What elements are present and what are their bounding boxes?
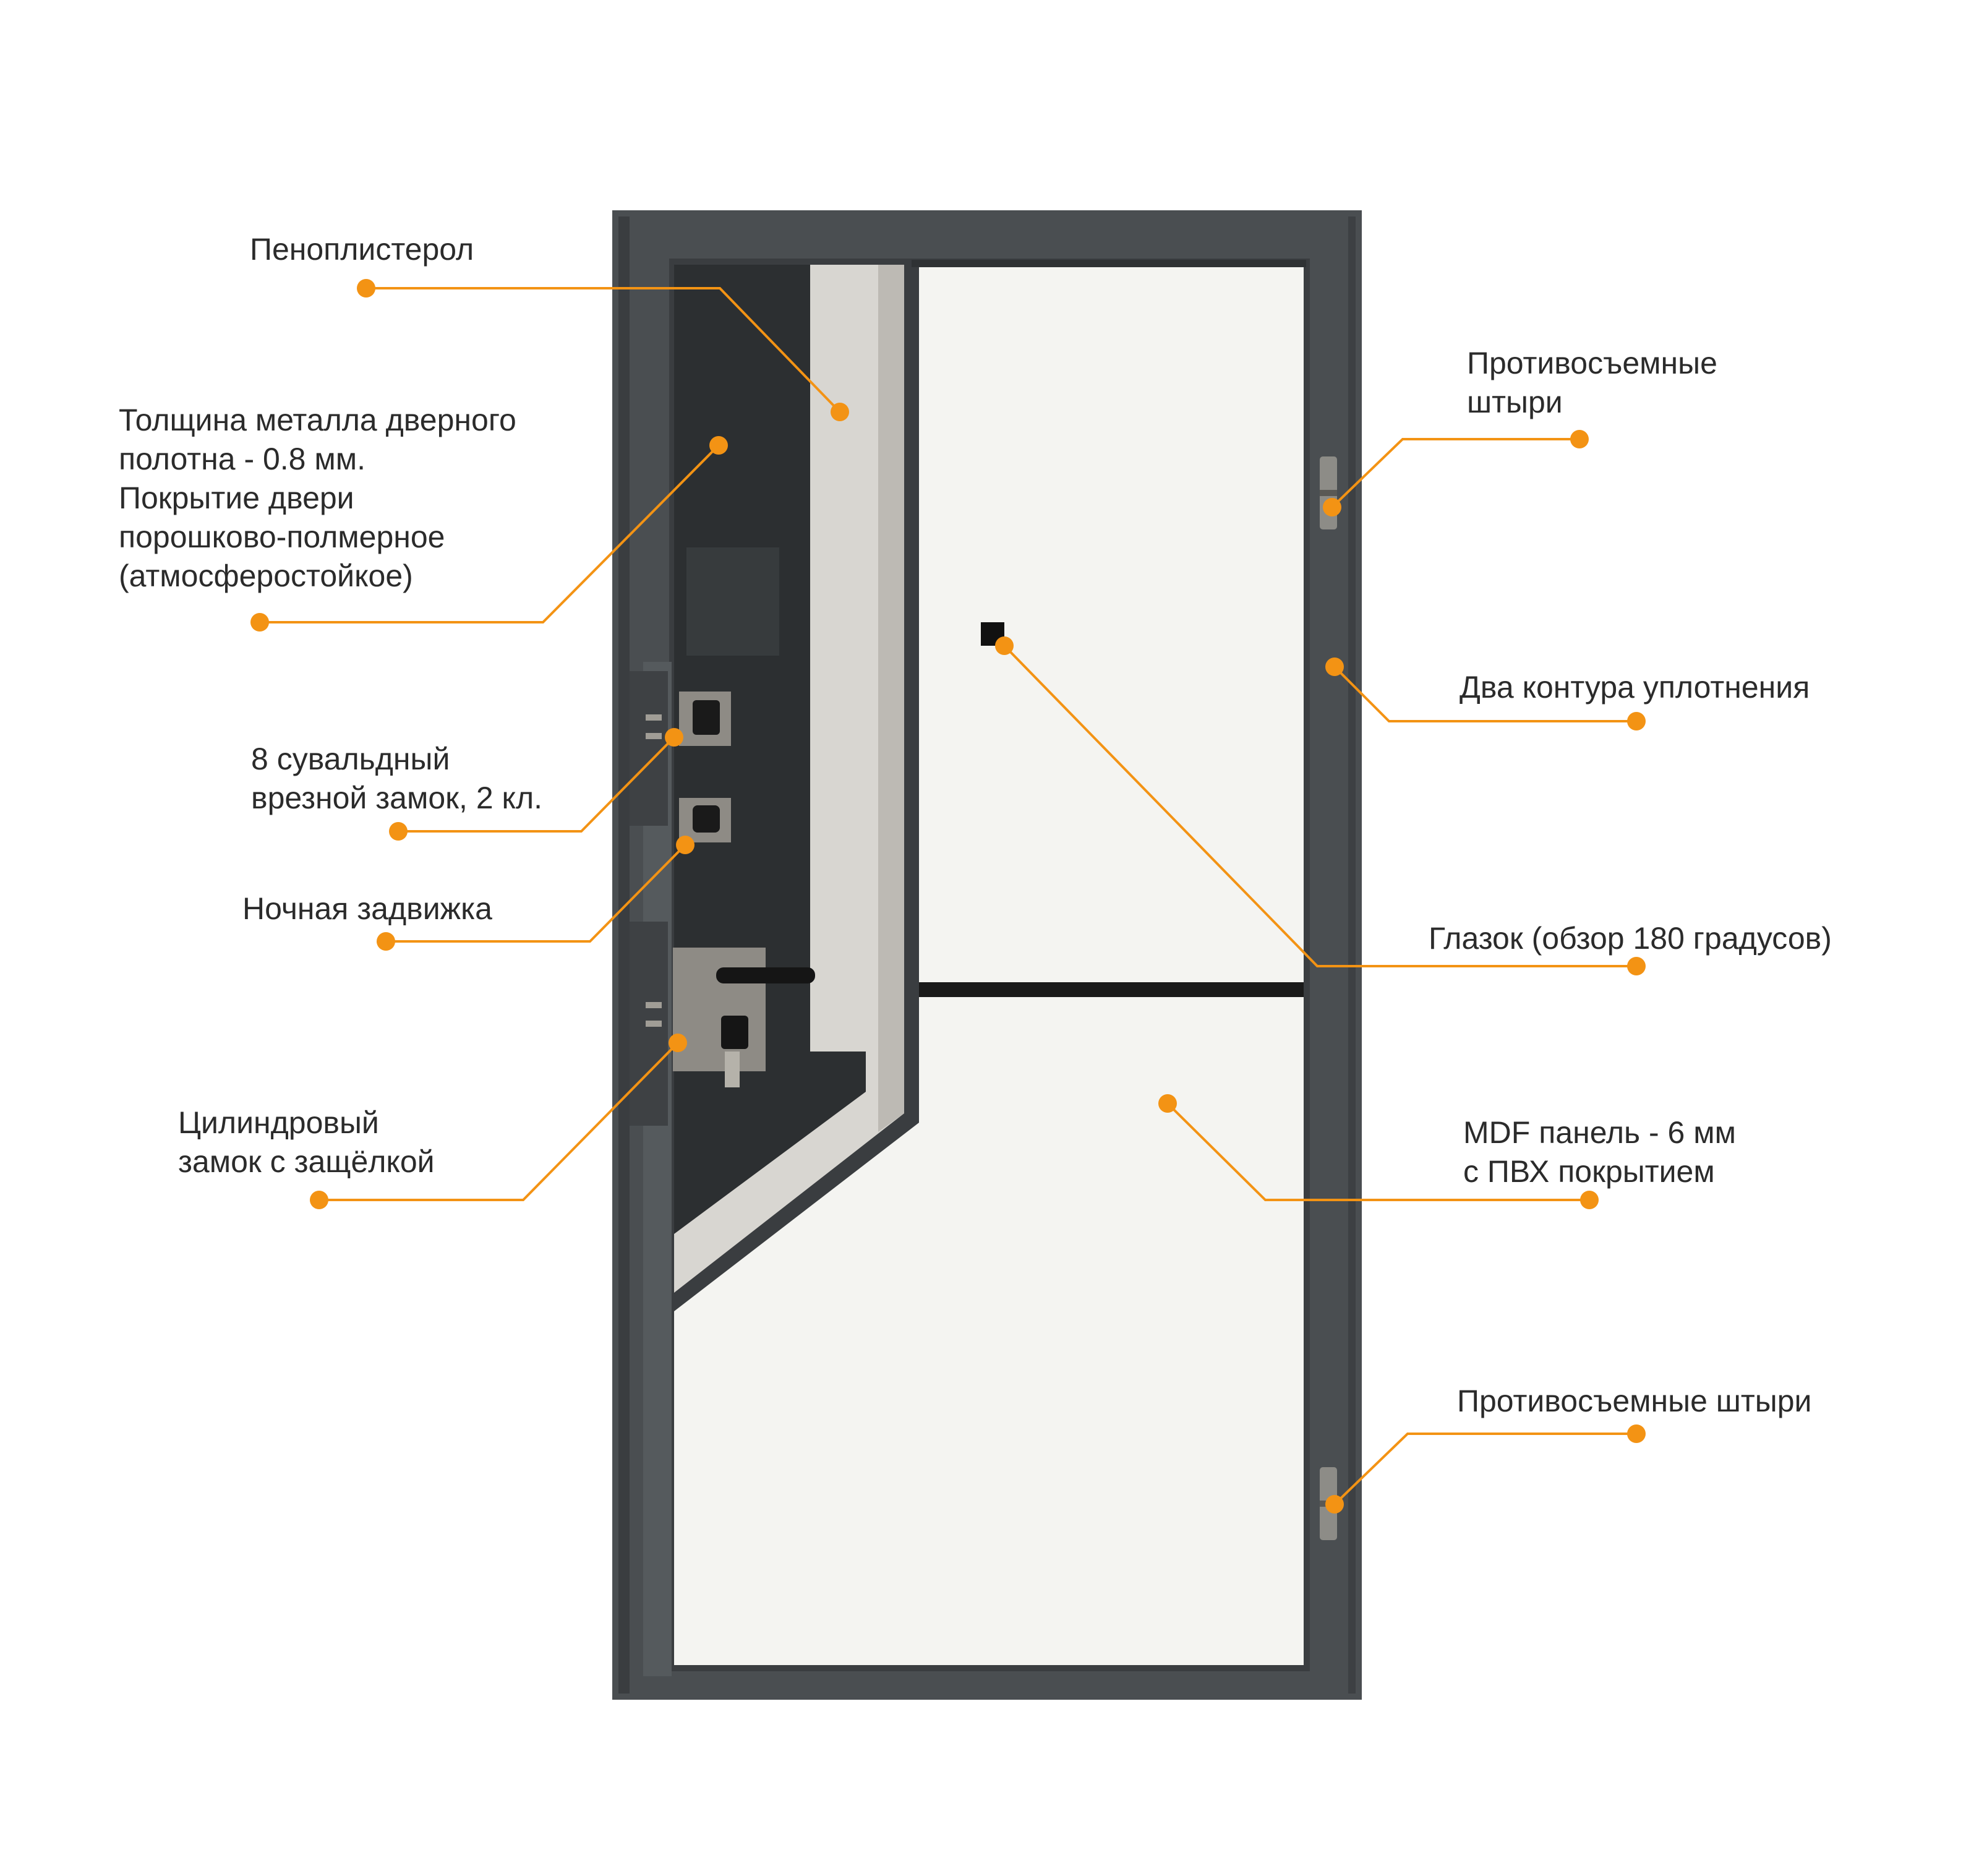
leader-line-anti-removal-pins-top [1331, 438, 1579, 508]
bolt-2 [646, 733, 662, 739]
leader-dot-cylinder-lock-label [310, 1191, 328, 1209]
leader-line-peephole [1003, 645, 1636, 967]
leader-dot-two-seal-contours-label [1627, 712, 1646, 730]
door-frame-edge-right [1348, 216, 1356, 1694]
label-line: врезной замок, 2 кл. [251, 781, 543, 815]
door-handle [716, 967, 815, 983]
label-line: 8 сувальдный [251, 742, 450, 776]
label-cylinder-lock: Цилиндровый замок с защёлкой [178, 1103, 435, 1181]
polystyrene-shadow [878, 265, 904, 1132]
cylinder-lock-plate [673, 948, 766, 1071]
leader-dot-mdf-panel-target [1158, 1094, 1177, 1113]
leader-dot-polystyrene-target [831, 403, 849, 421]
polystyrene-layer [674, 265, 904, 1293]
label-night-latch: Ночная задвижка [242, 889, 492, 928]
label-line: Два контура уплотнения [1460, 670, 1810, 705]
leader-line-lever-lock [398, 736, 675, 833]
mdf-panel [674, 265, 1304, 1665]
label-line: Ночная задвижка [242, 891, 492, 926]
leader-dot-peephole-target [995, 636, 1014, 655]
bolt-1 [646, 714, 662, 721]
leader-dot-cylinder-lock-target [669, 1034, 687, 1052]
leader-dot-anti-removal-pins-top-target [1323, 498, 1341, 516]
leader-line-anti-removal-pins-bottom [1333, 1433, 1636, 1506]
leader-dot-lever-lock-target [665, 728, 683, 747]
leader-dot-anti-removal-pins-top-label [1570, 430, 1589, 448]
leader-line-metal-thickness [260, 444, 720, 623]
label-line: Противосъемные [1467, 346, 1717, 380]
lever-lock-keyhole [693, 700, 720, 735]
panel-groove [919, 982, 1304, 997]
door [612, 210, 1362, 1700]
label-peephole: Глазок (обзор 180 градусов) [1429, 919, 1832, 958]
hinge-top-band [1320, 490, 1337, 496]
label-line: Пеноплистерол [250, 232, 474, 267]
label-line: Толщина металла дверного [119, 403, 516, 437]
leader-line-mdf-panel [1166, 1102, 1589, 1201]
inner-sheet-mark [686, 547, 779, 656]
bolt-3 [646, 1002, 662, 1008]
leader-dot-metal-thickness-target [709, 436, 728, 455]
annotation-leaders [250, 279, 1646, 1514]
leader-line-two-seal-contours [1333, 666, 1636, 722]
leader-line-polystyrene [366, 287, 841, 413]
leader-dot-peephole-label [1627, 957, 1646, 975]
bolt-4 [646, 1021, 662, 1027]
keys [725, 1052, 740, 1087]
leader-dot-lever-lock-label [389, 822, 408, 841]
mdf-panel-top-edge [912, 260, 1306, 267]
cylinder-keyhole [721, 1016, 748, 1049]
label-metal-thickness: Толщина металла дверного полотна - 0.8 мм… [119, 401, 516, 596]
label-line: Покрытие двери [119, 481, 354, 515]
leader-dot-anti-removal-pins-bottom-label [1627, 1424, 1646, 1443]
label-line: полотна - 0.8 мм. [119, 442, 366, 476]
label-two-seal-contours: Два контура уплотнения [1460, 668, 1810, 707]
label-mdf-panel: MDF панель - 6 мм с ПВХ покрытием [1463, 1113, 1736, 1191]
label-line: с ПВХ покрытием [1463, 1154, 1715, 1189]
leader-dot-night-latch-target [676, 836, 695, 854]
leader-line-night-latch [386, 844, 686, 943]
leader-dot-polystyrene-label [357, 279, 375, 298]
leader-dot-anti-removal-pins-bottom-target [1325, 1495, 1344, 1514]
label-line: Противосъемные штыри [1457, 1384, 1812, 1418]
leader-dot-metal-thickness-label [250, 613, 269, 632]
leader-dot-two-seal-contours-target [1325, 657, 1344, 676]
label-line: Глазок (обзор 180 градусов) [1429, 921, 1832, 956]
label-line: (атмосферостойкое) [119, 559, 413, 593]
label-line: порошково-полмерное [119, 520, 445, 554]
door-frame-edge [618, 216, 630, 1694]
leader-line-cylinder-lock [319, 1042, 679, 1201]
night-latch-knob [693, 805, 720, 833]
door-leaf-edge [643, 662, 672, 1676]
label-anti-removal-pins-bottom: Противосъемные штыри [1457, 1382, 1811, 1421]
label-lever-lock: 8 сувальдный врезной замок, 2 кл. [251, 740, 542, 818]
label-polystyrene: Пеноплистерол [250, 230, 474, 269]
leader-dot-night-latch-label [377, 932, 395, 951]
label-line: Цилиндровый [178, 1105, 379, 1140]
label-line: MDF панель - 6 мм [1463, 1115, 1736, 1150]
leader-dot-mdf-panel-label [1580, 1191, 1599, 1209]
label-anti-removal-pins-top: Противосъемные штыри [1467, 344, 1717, 422]
label-line: штыри [1467, 385, 1563, 419]
label-line: замок с защёлкой [178, 1144, 435, 1179]
